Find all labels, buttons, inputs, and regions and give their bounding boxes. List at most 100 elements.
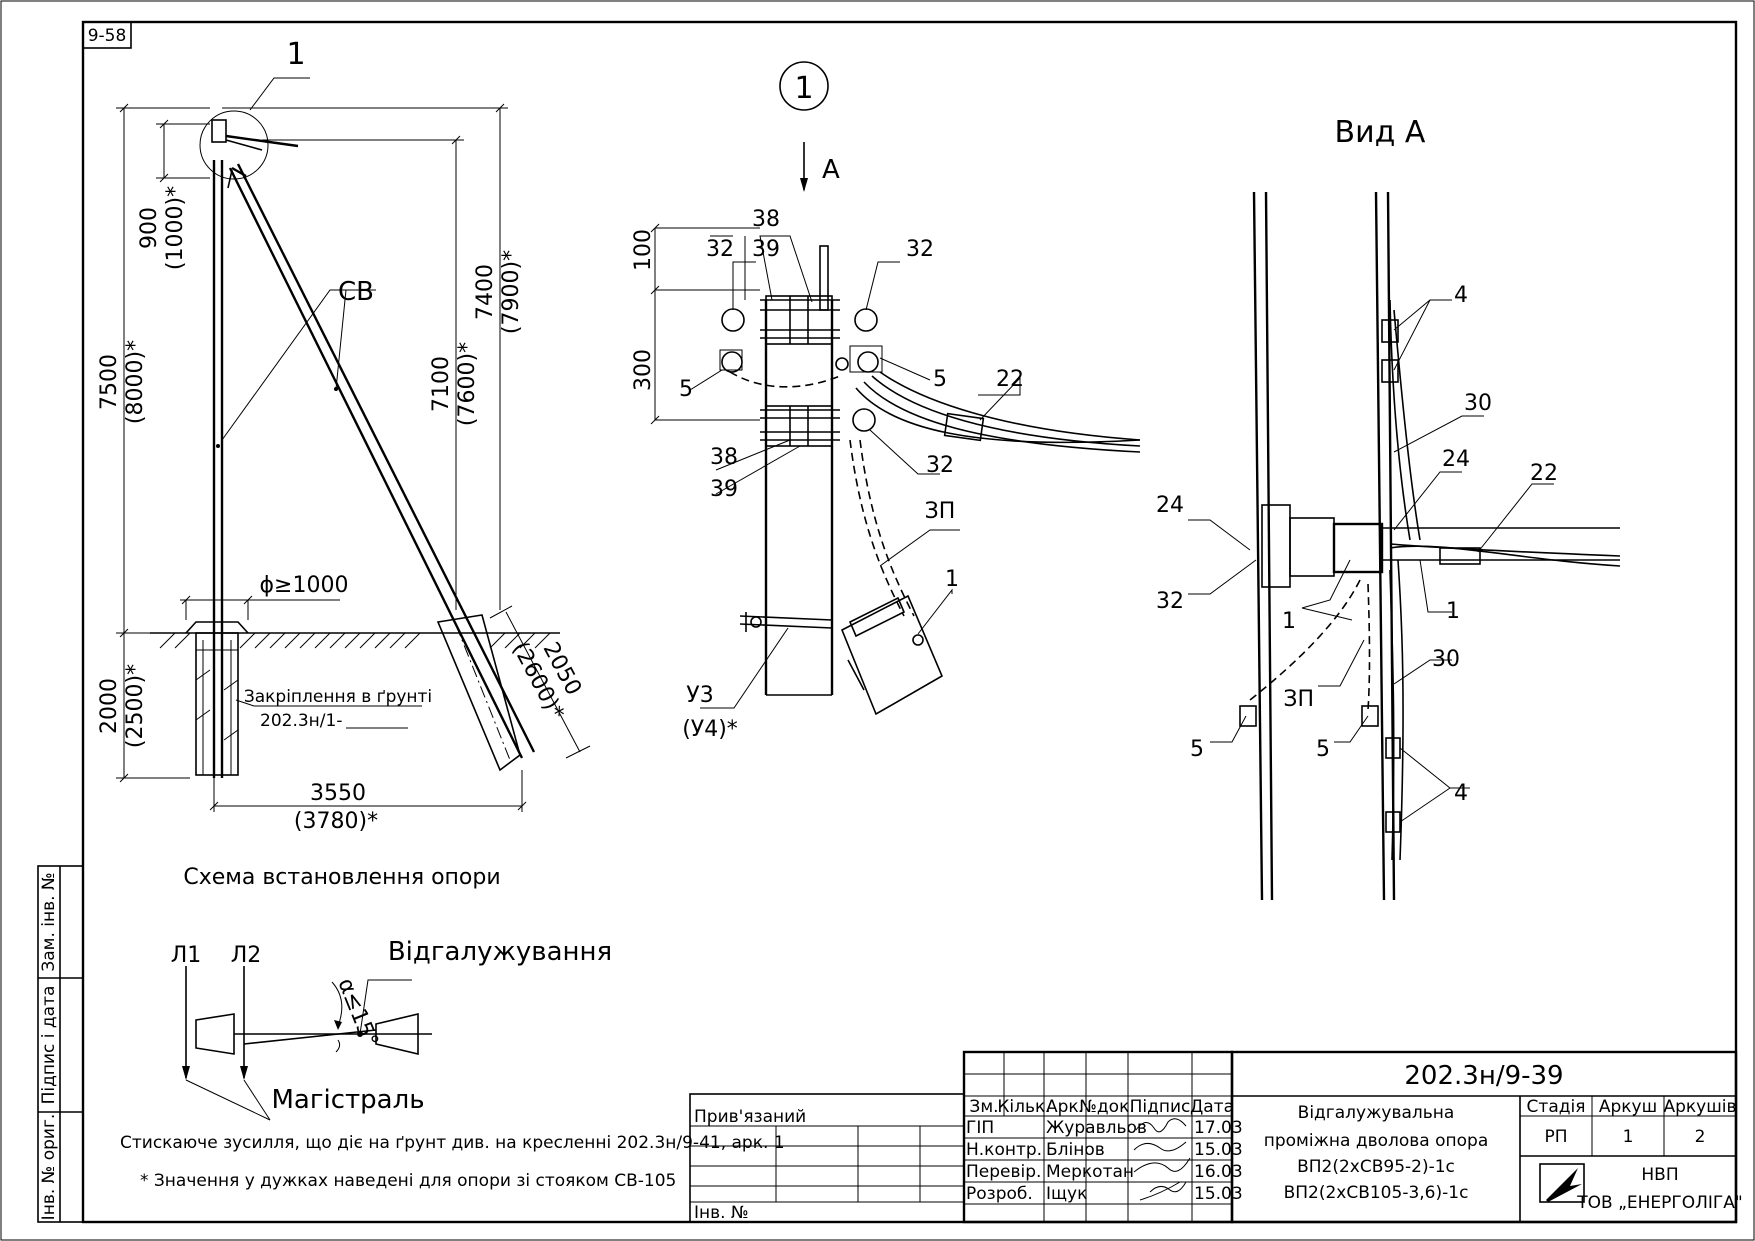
- dim-3550-alt: (3780)*: [294, 809, 378, 834]
- detail-arrow-label: А: [822, 155, 840, 185]
- scheme-angle: α≤15°: [332, 975, 382, 1051]
- dim-2000: 2000: [97, 678, 122, 734]
- scheme-main: Магістраль: [271, 1085, 424, 1115]
- view-a-label-1a: 1: [1282, 609, 1296, 634]
- pit-diameter: ϕ≥1000: [260, 573, 349, 598]
- sheet-no: 1: [1623, 1127, 1634, 1147]
- detail-label-u3: У3: [686, 683, 713, 708]
- stamp-name-3: Іщук: [1046, 1184, 1087, 1204]
- view-a-label-zp: ЗП: [1283, 687, 1314, 712]
- view-a-label-22: 22: [1530, 461, 1558, 486]
- side-label-replace: Зам. інв. №: [39, 872, 59, 971]
- dim-7100: 7100: [429, 356, 454, 412]
- detail-label-u4: (У4)*: [682, 717, 738, 742]
- detail-view: 1 А: [631, 61, 1141, 742]
- detail-label-38: 38: [752, 207, 780, 232]
- view-a-label-32: 32: [1156, 589, 1184, 614]
- company: НВП: [1641, 1165, 1678, 1185]
- ground-fix-ref: 202.3н/1-: [260, 711, 342, 731]
- stamp-h-date: Дата: [1190, 1097, 1234, 1117]
- side-label-orig: Інв. № ориг.: [39, 1114, 59, 1221]
- scheme-caption: Схема встановлення опори: [183, 865, 500, 890]
- detail-label-5b: 5: [933, 367, 947, 392]
- corner-code-box: [82, 21, 132, 49]
- detail-label-5a: 5: [679, 377, 693, 402]
- inner-frame: [81, 20, 1738, 1224]
- detail-label-39b: 39: [710, 477, 738, 502]
- side-label-sign: Підпис і дата: [39, 986, 59, 1105]
- dim-7400-alt: (7900)*: [499, 250, 524, 334]
- view-a-title: Вид А: [1335, 115, 1426, 150]
- detail-label-32a: 32: [706, 237, 734, 262]
- dim-2000-alt: (2500)*: [123, 664, 148, 748]
- stamp-h-change: Зм.: [969, 1097, 998, 1117]
- ground-fix: Закріплення в ґрунті: [244, 687, 432, 707]
- detail-label-38b: 38: [710, 445, 738, 470]
- detail-label-32c: 32: [926, 453, 954, 478]
- stamp-date-3: 15.03: [1194, 1184, 1243, 1204]
- detail-label-39: 39: [752, 237, 780, 262]
- view-a: Вид А: [1156, 115, 1621, 901]
- stamp-date-0: 17.03: [1194, 1118, 1243, 1138]
- detail-label-1: 1: [945, 567, 959, 592]
- pole-label: СВ: [338, 277, 374, 307]
- stamp-name-1: Блінов: [1046, 1140, 1105, 1160]
- dim-7500: 7500: [97, 354, 122, 410]
- inv-label: Інв. №: [694, 1203, 749, 1223]
- title-line-3: ВП2(2хСВ95-2)-1с: [1297, 1157, 1455, 1177]
- view-a-label-1b: 1: [1446, 599, 1460, 624]
- company-name: ТОВ „ЕНЕРГОЛІГА": [1576, 1193, 1743, 1213]
- branch-scheme: Л1 Л2 α≤15° Відгалужування Магістраль: [171, 937, 612, 1121]
- detail-callout-left: 1: [286, 37, 305, 72]
- stamp-role-1: Н.контр.: [966, 1140, 1042, 1160]
- scheme-l1: Л1: [171, 943, 202, 968]
- view-a-label-30b: 30: [1432, 647, 1460, 672]
- dim-7500-alt: (8000)*: [123, 340, 148, 424]
- title-line-4: ВП2(2хСВ105-3,6)-1с: [1284, 1183, 1469, 1203]
- stamp-name-0: Журавльов: [1046, 1118, 1147, 1138]
- dim-100: 100: [631, 229, 656, 271]
- stamp-role-0: ГІП: [966, 1118, 994, 1138]
- dim-7100-alt: (7600)*: [455, 342, 480, 426]
- detail-callout: 1: [794, 71, 813, 106]
- sheet-code: 202.3н/9-39: [1404, 1061, 1563, 1091]
- view-a-label-5a: 5: [1190, 737, 1204, 762]
- dim-300: 300: [631, 349, 656, 391]
- detail-label-22: 22: [996, 367, 1024, 392]
- stamp-h-sign: Підпис: [1130, 1097, 1191, 1117]
- company-logo-icon: [1539, 1163, 1585, 1203]
- installation-scheme: 1 СВ 900 (1000)* 7500 (8000)* 2000 (2500…: [97, 37, 591, 890]
- dim-3550: 3550: [310, 781, 366, 806]
- view-a-label-4b: 4: [1454, 781, 1468, 806]
- view-a-label-30a: 30: [1464, 391, 1492, 416]
- note-2: * Значення у дужках наведені для опори з…: [140, 1171, 676, 1191]
- stamp-date-1: 15.03: [1194, 1140, 1243, 1160]
- tied-label: Прив'язаний: [694, 1107, 806, 1127]
- stage-header: Стадія: [1527, 1097, 1586, 1117]
- scheme-l2: Л2: [231, 943, 262, 968]
- stamp-name-2: Меркотан: [1046, 1162, 1134, 1182]
- stamp-role-3: Розроб.: [966, 1184, 1033, 1204]
- stage-value: РП: [1544, 1127, 1567, 1147]
- view-a-label-5b: 5: [1316, 737, 1330, 762]
- stamp-h-sheet: Арк.: [1046, 1097, 1084, 1117]
- dim-900: 900: [137, 207, 162, 249]
- detail-label-32b: 32: [906, 237, 934, 262]
- title-line-2: проміжна дволова опора: [1264, 1131, 1489, 1151]
- view-a-label-24a: 24: [1442, 447, 1470, 472]
- dim-900-alt: (1000)*: [163, 186, 188, 270]
- sheets-header: Аркушів: [1663, 1097, 1736, 1117]
- stamp-h-qty: Кільк.: [997, 1097, 1050, 1117]
- title-line-1: Відгалужувальна: [1298, 1103, 1455, 1123]
- note-1: Стискаюче зусилля, що діє на ґрунт див. …: [120, 1133, 785, 1153]
- stamp-h-doc: №док.: [1079, 1097, 1135, 1117]
- scheme-branch: Відгалужування: [388, 937, 612, 967]
- signatures: [1133, 1118, 1191, 1201]
- sheets-total: 2: [1695, 1127, 1706, 1147]
- side-strip: Зам. інв. № Підпис і дата Інв. № ориг.: [37, 865, 84, 1223]
- corner-code: 9-58: [88, 26, 127, 46]
- view-a-label-4a: 4: [1454, 283, 1468, 308]
- view-a-label-24b: 24: [1156, 493, 1184, 518]
